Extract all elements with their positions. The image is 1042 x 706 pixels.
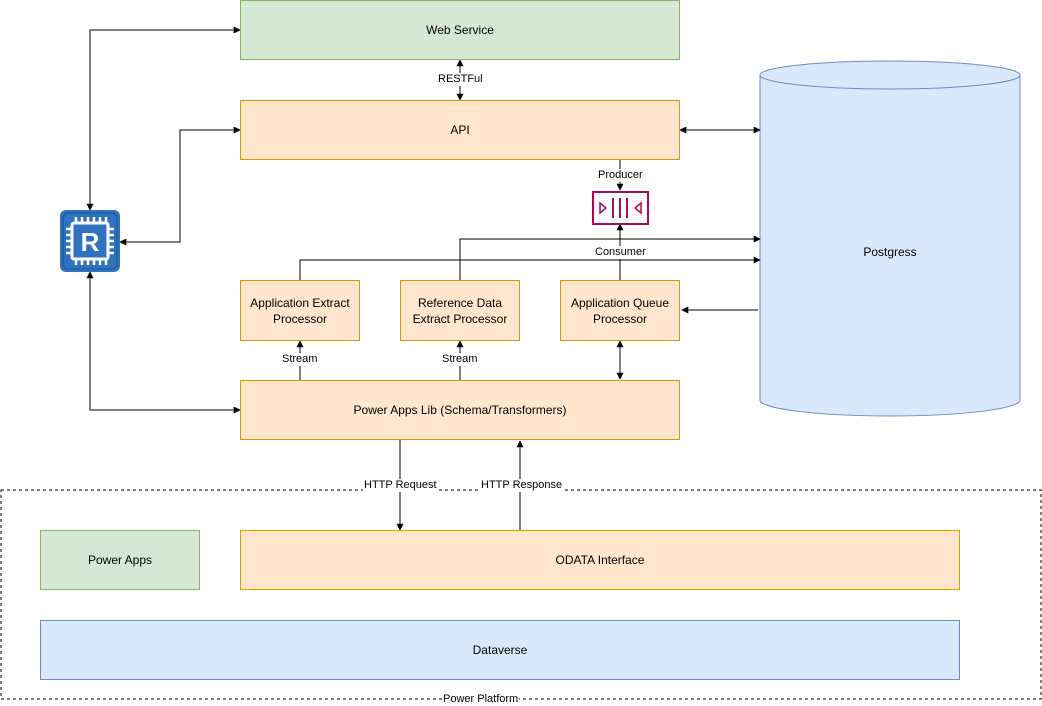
- http-request-label: HTTP Request: [363, 479, 438, 492]
- edge-runner-webservice: [86, 26, 241, 211]
- reference-data-extract-processor-node[interactable]: Reference Data Extract Processor: [400, 280, 520, 341]
- web-service-node[interactable]: Web Service: [240, 0, 680, 60]
- edge-runner-lib: [86, 271, 241, 414]
- dataverse-node[interactable]: Dataverse: [40, 620, 960, 680]
- stream-label-1: Stream: [281, 353, 319, 366]
- application-queue-processor-node[interactable]: Application Queue Processor: [560, 280, 680, 341]
- api-node[interactable]: API: [240, 100, 680, 160]
- consumer-label: Consumer: [594, 246, 647, 259]
- postgress-label: Postgress: [863, 245, 917, 259]
- edge-reference-postgress: [459, 235, 761, 280]
- application-extract-processor-node[interactable]: Application Extract Processor: [240, 280, 360, 341]
- power-apps-lib-node[interactable]: Power Apps Lib (Schema/Transformers): [240, 380, 680, 440]
- power-platform-label: Power Platform: [442, 693, 520, 706]
- runner-icon-letter: R: [81, 227, 100, 257]
- odata-interface-node[interactable]: ODATA Interface: [240, 530, 960, 590]
- power-apps-node[interactable]: Power Apps: [40, 530, 200, 590]
- http-response-label: HTTP Response: [480, 479, 564, 492]
- edge-appextract-postgress: [299, 256, 761, 280]
- postgress-cylinder[interactable]: [759, 60, 1021, 417]
- stream-label-2: Stream: [441, 353, 479, 366]
- restful-label: RESTFul: [437, 73, 484, 86]
- runner-chip-icon[interactable]: R: [60, 210, 120, 272]
- producer-label: Producer: [597, 169, 644, 182]
- edge-runner-api: [119, 126, 241, 246]
- message-queue-icon: [592, 191, 649, 225]
